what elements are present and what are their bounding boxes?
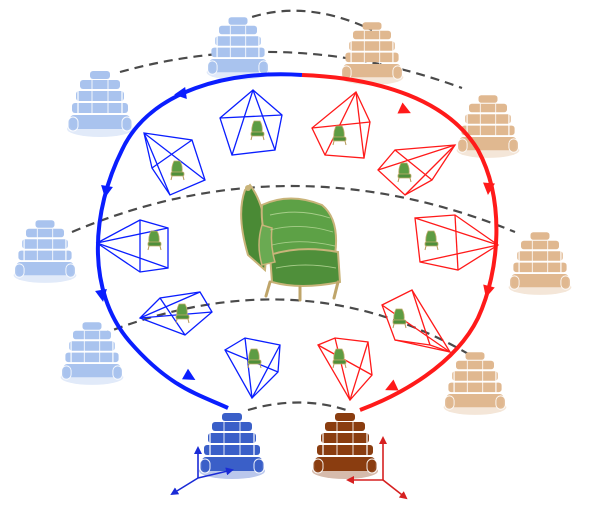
dashed-link-3	[71, 184, 516, 234]
blue-arrow-4	[182, 368, 196, 380]
robot-brown-faded-top	[339, 21, 405, 86]
robot-brown-current	[311, 412, 379, 480]
red-frustum-2	[377, 144, 457, 196]
blue-arrow-3	[95, 288, 107, 302]
robot-blue-faded-left	[12, 219, 78, 284]
red-direction-arrows	[385, 102, 495, 391]
red-arrow-4	[385, 379, 399, 391]
red-arrow-3	[483, 284, 495, 298]
red-camera-frusta	[311, 90, 500, 402]
blue-arrow-1	[174, 87, 187, 99]
red-frustum-5	[317, 337, 373, 402]
red-trajectory	[301, 73, 499, 412]
dashed-link-2	[119, 50, 463, 90]
blue-frustum-3	[95, 219, 169, 273]
blue-direction-arrows	[95, 87, 196, 380]
robot-brown-faded-upper-right	[455, 94, 521, 159]
robot-blue-current	[198, 412, 266, 480]
dashed-link-4	[99, 298, 471, 356]
red-frustum-3	[414, 214, 500, 271]
red-frustum-1	[311, 90, 371, 159]
center-armchair	[240, 183, 342, 302]
blue-coordinate-axes	[170, 446, 234, 496]
blue-arrow-2	[101, 184, 113, 198]
red-arrow-2	[483, 182, 495, 195]
blue-frustum-5	[224, 337, 281, 400]
blue-frustum-2	[143, 132, 206, 196]
robot-brown-faded-lower-right	[442, 351, 508, 416]
blue-camera-frusta	[95, 89, 283, 400]
blue-trajectory	[95, 72, 303, 410]
red-coordinate-axes	[346, 436, 408, 500]
dashed-connections	[71, 9, 516, 412]
dashed-link-5	[247, 401, 347, 412]
dashed-link-1	[237, 9, 373, 31]
robot-blue-faded-upper-left	[66, 70, 134, 138]
robot-blue-faded-lower-left	[59, 321, 125, 386]
robot-blue-faded-top	[205, 16, 271, 81]
blue-frustum-4	[138, 291, 213, 336]
robot-brown-faded-right	[507, 231, 573, 296]
red-frustum-4	[381, 289, 452, 354]
blue-frustum-1	[219, 89, 283, 156]
red-arrow-1	[397, 102, 411, 114]
